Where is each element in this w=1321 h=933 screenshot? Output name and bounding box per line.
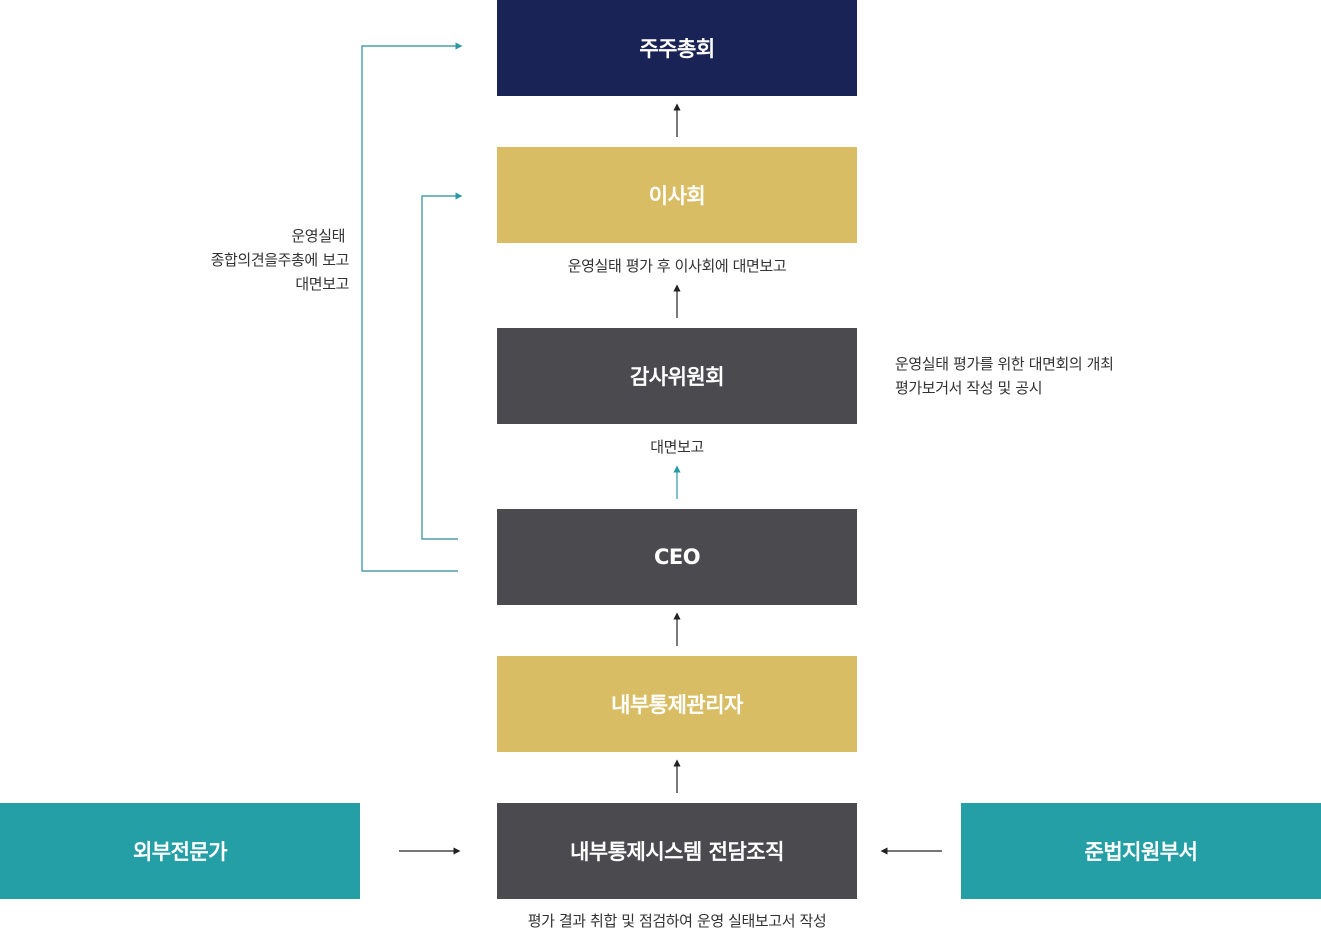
ceo-report-note: 대면보고 bbox=[650, 438, 704, 456]
bracket-ceo-to-board bbox=[421, 192, 463, 540]
audit-committee-label: 감사위원회 bbox=[629, 365, 725, 389]
ceo-box: CEO bbox=[497, 509, 857, 605]
bracket-ceo-to-shareholders bbox=[361, 42, 463, 572]
internal-control-manager-label: 내부통제관리자 bbox=[611, 693, 743, 717]
external-expert-label: 외부전문가 bbox=[132, 840, 228, 864]
left-report-note: 운영실태 종합의견을주총에 보고 대면보고 bbox=[210, 227, 350, 293]
ceo-label: CEO bbox=[653, 545, 701, 569]
compliance-dept-label: 준법지원부서 bbox=[1084, 840, 1198, 864]
shareholders-meeting-label: 주주총회 bbox=[639, 37, 715, 61]
shareholders-meeting-box: 주주총회 bbox=[497, 0, 857, 96]
audit-committee-box: 감사위원회 bbox=[497, 328, 857, 424]
external-expert-box: 외부전문가 bbox=[0, 803, 360, 899]
compliance-dept-box: 준법지원부서 bbox=[961, 803, 1321, 899]
board-label: 이사회 bbox=[648, 184, 706, 208]
internal-control-team-box: 내부통제시스템 전담조직 bbox=[497, 803, 857, 899]
internal-control-manager-box: 내부통제관리자 bbox=[497, 656, 857, 752]
board-box: 이사회 bbox=[497, 147, 857, 243]
board-report-note: 운영실태 평가 후 이사회에 대면보고 bbox=[567, 257, 787, 275]
bottom-note: 평가 결과 취합 및 점검하여 운영 실태보고서 작성 bbox=[527, 912, 827, 930]
internal-control-team-label: 내부통제시스템 전담조직 bbox=[570, 840, 784, 864]
audit-committee-note: 운영실태 평가를 위한 대면회의 개최 평가보거서 작성 및 공시 bbox=[895, 355, 1114, 397]
